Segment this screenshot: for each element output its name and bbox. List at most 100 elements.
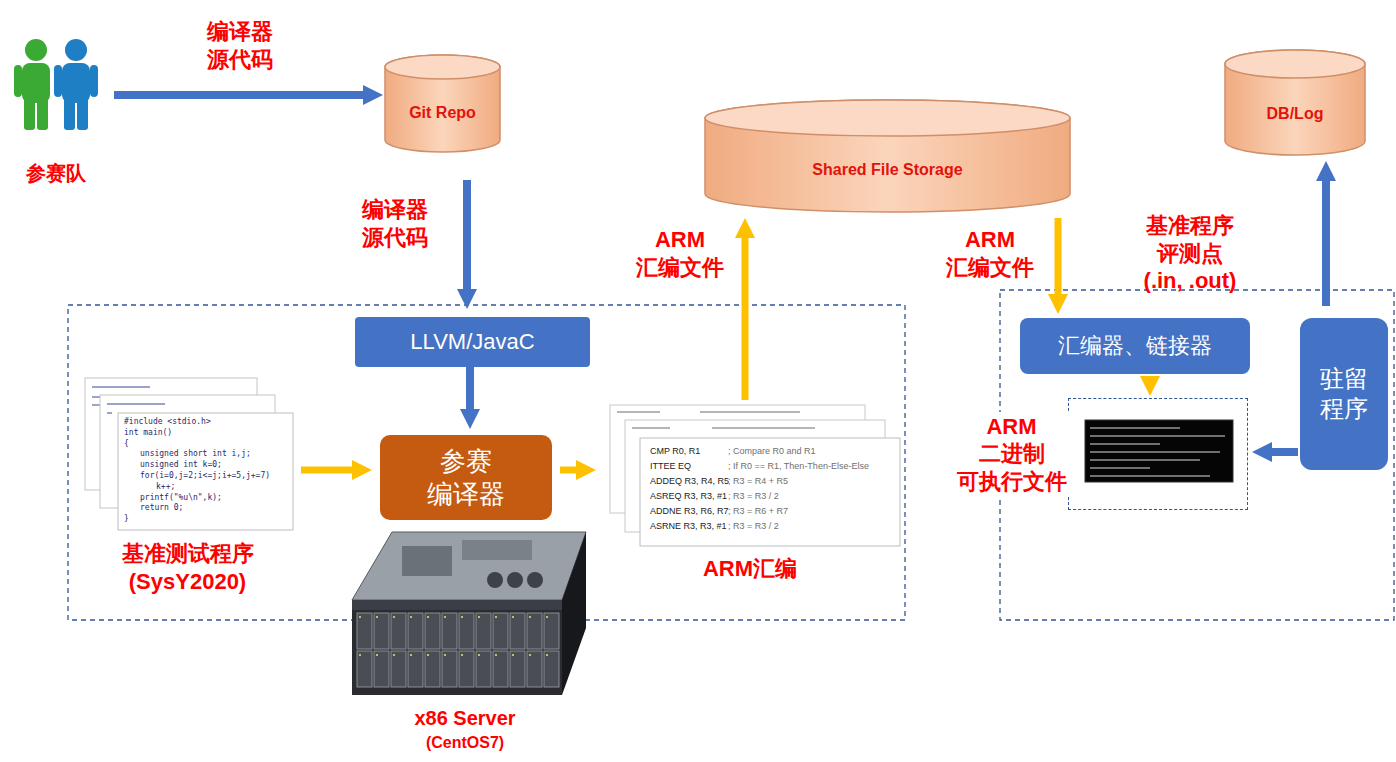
flow-arrow xyxy=(466,367,474,419)
server-side xyxy=(562,532,586,695)
cylinder-shape xyxy=(385,55,500,152)
asm-comment: ; R3 = R3 / 2 xyxy=(728,521,779,532)
flow-arrow xyxy=(114,91,373,99)
cylinder-top xyxy=(705,100,1070,136)
server-front xyxy=(352,600,562,695)
cylinder-body xyxy=(705,100,1070,212)
compile-region xyxy=(68,305,905,620)
cylinder-shape xyxy=(705,100,1070,212)
server-fan xyxy=(507,572,523,588)
asm-instruction: ASRNE R3, R3, #1 xyxy=(650,521,727,532)
code-line: k++; xyxy=(156,482,175,492)
asm-comment: ; Compare R0 and R1 xyxy=(728,446,816,457)
node-label: 参赛 编译器 xyxy=(420,445,512,510)
process-box: LLVM/JavaC xyxy=(355,317,590,367)
code-line: { xyxy=(124,439,129,449)
code-page-lines xyxy=(107,404,165,413)
code-line: printf("%u\n",k); xyxy=(140,493,222,503)
cylinder-body xyxy=(1225,50,1365,155)
flow-arrow xyxy=(1262,448,1298,456)
repo-cylinder: Git Repo xyxy=(385,55,500,152)
executable-frame xyxy=(1068,398,1248,510)
code-line: int main() xyxy=(124,428,172,438)
server-fan xyxy=(487,572,503,588)
terminal-lines xyxy=(1090,428,1225,476)
flow-arrow xyxy=(560,467,586,474)
asm-instruction: ADDNE R3, R6, R7 xyxy=(650,506,729,517)
asm-comment: ; R3 = R4 + R5 xyxy=(728,476,788,487)
resident-program-box: 驻留程序 xyxy=(1300,318,1388,470)
flow-arrow xyxy=(1055,218,1062,304)
edge-label: 编译器 源代码 xyxy=(180,18,300,73)
edge-label: ARM 汇编文件 xyxy=(630,226,730,281)
team-figure: 参赛队 xyxy=(2,32,110,190)
executable-box: ARM 二进制 可执行文件 xyxy=(952,398,1248,510)
person-head xyxy=(25,39,47,61)
cylinder-top xyxy=(385,55,500,79)
node-label: LLVM/JavaC xyxy=(410,328,534,356)
asm-comment: ; R3 = R3 / 2 xyxy=(728,491,779,502)
cylinder-shape xyxy=(1225,50,1365,155)
node-label: 驻留程序 xyxy=(1319,364,1369,424)
flow-arrow xyxy=(1147,376,1154,386)
person-body xyxy=(62,63,90,103)
server-caption: (CentOS7) xyxy=(355,733,575,753)
node-label: Git Repo xyxy=(409,103,476,123)
asm-instruction: CMP R0, R1 xyxy=(650,446,700,457)
flow-arrow xyxy=(301,467,362,474)
code-pages xyxy=(85,378,293,530)
code-line: unsigned short int i,j; xyxy=(140,449,251,459)
person-body xyxy=(22,63,50,103)
cylinder-top xyxy=(1225,50,1365,78)
assembler-box: 汇编器、链接器 xyxy=(1020,318,1250,374)
flow-arrow xyxy=(1322,171,1330,306)
server-bays xyxy=(356,612,560,688)
asm-page-lines xyxy=(617,411,800,413)
flow-arrow xyxy=(742,228,749,400)
person-leg xyxy=(24,98,35,130)
server-fan xyxy=(527,572,543,588)
server-illustration xyxy=(352,532,586,695)
compiler-box: 参赛 编译器 xyxy=(380,435,552,520)
person-leg xyxy=(64,98,75,130)
team-icon xyxy=(14,39,98,130)
code-line: for(i=0,j=2;i<=j;i+=5,j+=7) xyxy=(140,471,270,481)
edge-label: 编译器 源代码 xyxy=(345,196,445,251)
node-label: 汇编器、链接器 xyxy=(1058,332,1212,360)
person-arm xyxy=(54,65,62,97)
person-head xyxy=(65,39,87,61)
assembly-pages xyxy=(610,405,900,546)
asm-instruction: ASREQ R3, R3, #1 xyxy=(650,491,727,502)
asm-page-lines xyxy=(632,427,815,429)
server-part xyxy=(402,546,452,576)
server-caption: x86 Server xyxy=(355,706,575,731)
edge-label: ARM 汇编文件 xyxy=(940,226,1040,281)
asm-comment: ; If R0 == R1, Then-Then-Else-Else xyxy=(728,461,869,472)
terminal-screen xyxy=(1085,420,1233,482)
asm-comment: ; R3 = R6 + R7 xyxy=(728,506,788,517)
code-line: unsigned int k=0; xyxy=(140,460,222,470)
terminal-screenshot xyxy=(1085,420,1233,482)
server-top xyxy=(352,532,586,600)
person-arm xyxy=(14,65,22,97)
person-leg xyxy=(37,98,48,130)
benchmark-sources: 基准测试程序 (SysY2020) xyxy=(80,375,295,603)
asm-instruction: ITTEE EQ xyxy=(650,461,691,472)
node-label: ARM汇编 xyxy=(703,555,797,583)
flow-arrow xyxy=(463,180,471,299)
server-part xyxy=(462,540,532,560)
code-line: #include <stdio.h> xyxy=(124,417,211,427)
asm-page xyxy=(640,438,900,546)
node-label: Shared File Storage xyxy=(812,160,962,180)
code-page xyxy=(118,413,293,530)
person-arm xyxy=(90,65,98,97)
node-label: 参赛队 xyxy=(26,161,86,186)
asm-instruction: ADDEQ R3, R4, R5 xyxy=(650,476,729,487)
node-label: DB/Log xyxy=(1267,104,1324,124)
person-leg xyxy=(77,98,88,130)
